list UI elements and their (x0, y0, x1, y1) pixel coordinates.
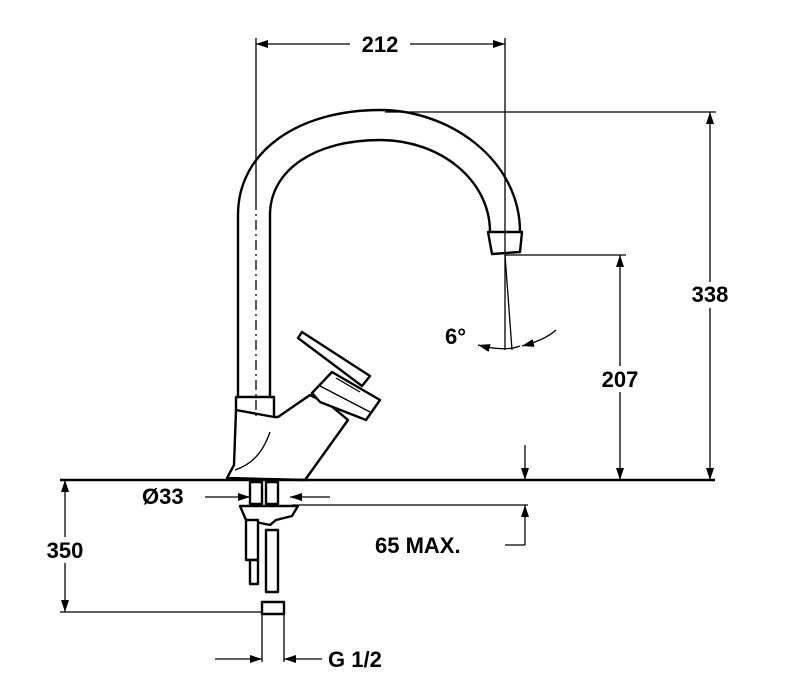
dimension-338: 338 (385, 111, 742, 480)
label-hose-length: 350 (47, 538, 84, 563)
dimension-angle: 6° (445, 254, 557, 352)
body-curve (234, 431, 271, 471)
label-total-height: 338 (692, 282, 729, 307)
faucet-collar (234, 395, 276, 417)
label-spout-reach: 212 (362, 32, 399, 57)
label-countertop-thickness: 65 MAX. (375, 533, 461, 558)
dimension-207: 207 (505, 254, 652, 480)
faucet-outline (225, 108, 524, 482)
label-spout-height: 207 (602, 367, 639, 392)
dimension-350: 350 (34, 480, 262, 613)
faucet-body (225, 393, 350, 482)
dimension-countertop: 65 MAX. (375, 445, 529, 558)
spout-outer (236, 108, 522, 398)
dimension-hole: Ø33 (142, 484, 330, 509)
label-connection-thread: G 1/2 (328, 647, 382, 672)
spout-inner (268, 138, 492, 398)
label-hole-diameter: Ø33 (142, 484, 184, 509)
dimension-212: 212 (255, 32, 506, 350)
dimension-thread: G 1/2 (215, 647, 382, 672)
label-spout-angle: 6° (445, 324, 466, 349)
mounting-hardware (238, 480, 300, 662)
lever-handle (296, 330, 372, 388)
